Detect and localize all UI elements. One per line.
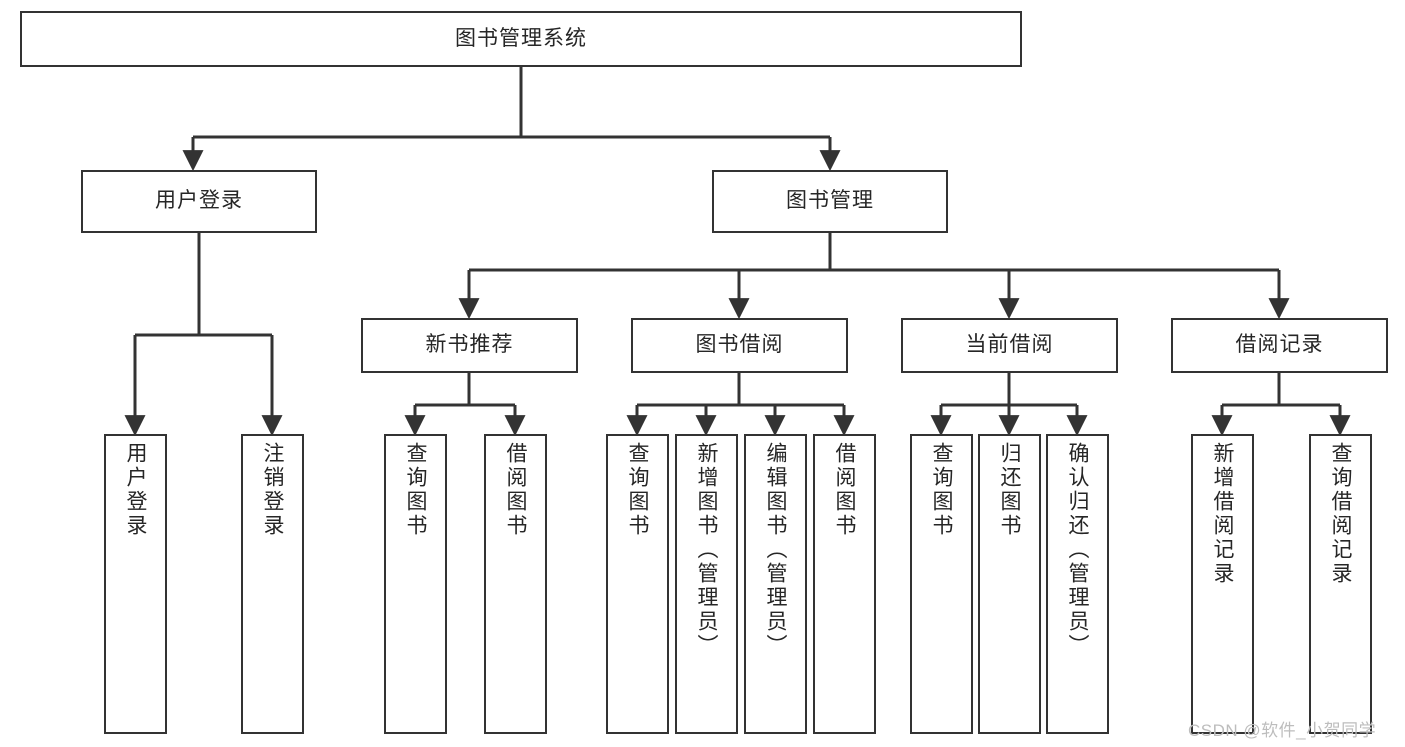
leaf-query-book-2[interactable]: 查询图书 <box>606 434 669 734</box>
leaf-query-record-label: 查询借阅记录 <box>1329 442 1352 586</box>
node-root[interactable]: 图书管理系统 <box>20 11 1022 67</box>
node-user-login-label: 用户登录 <box>155 189 243 213</box>
node-current-borrow-label: 当前借阅 <box>965 333 1054 357</box>
leaf-return-book[interactable]: 归还图书 <box>978 434 1041 734</box>
leaf-query-book-2-label: 查询图书 <box>626 442 649 538</box>
node-book-management-label: 图书管理 <box>786 189 874 213</box>
leaf-confirm-return-label: 确认归还（管理员） <box>1066 442 1089 658</box>
leaf-edit-book[interactable]: 编辑图书（管理员） <box>744 434 807 734</box>
node-book-borrow-label: 图书借阅 <box>695 333 784 357</box>
leaf-edit-book-label: 编辑图书（管理员） <box>764 442 787 658</box>
node-book-borrow[interactable]: 图书借阅 <box>631 318 848 373</box>
leaf-add-book-label: 新增图书（管理员） <box>695 442 718 658</box>
leaf-query-book-1[interactable]: 查询图书 <box>384 434 447 734</box>
leaf-query-book-1-label: 查询图书 <box>404 442 427 538</box>
node-new-book-recommend-label: 新书推荐 <box>425 333 514 357</box>
node-root-label: 图书管理系统 <box>455 26 587 50</box>
leaf-borrow-book-2-label: 借阅图书 <box>833 442 856 538</box>
leaf-user-login[interactable]: 用户登录 <box>104 434 167 734</box>
node-borrow-record-label: 借阅记录 <box>1235 333 1324 357</box>
leaf-add-book[interactable]: 新增图书（管理员） <box>675 434 738 734</box>
leaf-add-record[interactable]: 新增借阅记录 <box>1191 434 1254 734</box>
node-book-management[interactable]: 图书管理 <box>712 170 948 233</box>
leaf-logout[interactable]: 注销登录 <box>241 434 304 734</box>
leaf-return-book-label: 归还图书 <box>998 442 1021 538</box>
leaf-borrow-book-1-label: 借阅图书 <box>504 442 527 538</box>
node-borrow-record[interactable]: 借阅记录 <box>1171 318 1388 373</box>
leaf-borrow-book-1[interactable]: 借阅图书 <box>484 434 547 734</box>
leaf-user-login-label: 用户登录 <box>124 442 147 538</box>
leaf-borrow-book-2[interactable]: 借阅图书 <box>813 434 876 734</box>
node-new-book-recommend[interactable]: 新书推荐 <box>361 318 578 373</box>
leaf-add-record-label: 新增借阅记录 <box>1211 442 1234 586</box>
csdn-watermark: CSDN @软件_小贺同学 <box>1188 721 1377 740</box>
leaf-query-book-3-label: 查询图书 <box>930 442 953 538</box>
leaf-confirm-return[interactable]: 确认归还（管理员） <box>1046 434 1109 734</box>
node-user-login[interactable]: 用户登录 <box>81 170 317 233</box>
leaf-logout-label: 注销登录 <box>261 442 284 538</box>
leaf-query-book-3[interactable]: 查询图书 <box>910 434 973 734</box>
leaf-query-record[interactable]: 查询借阅记录 <box>1309 434 1372 734</box>
node-current-borrow[interactable]: 当前借阅 <box>901 318 1118 373</box>
